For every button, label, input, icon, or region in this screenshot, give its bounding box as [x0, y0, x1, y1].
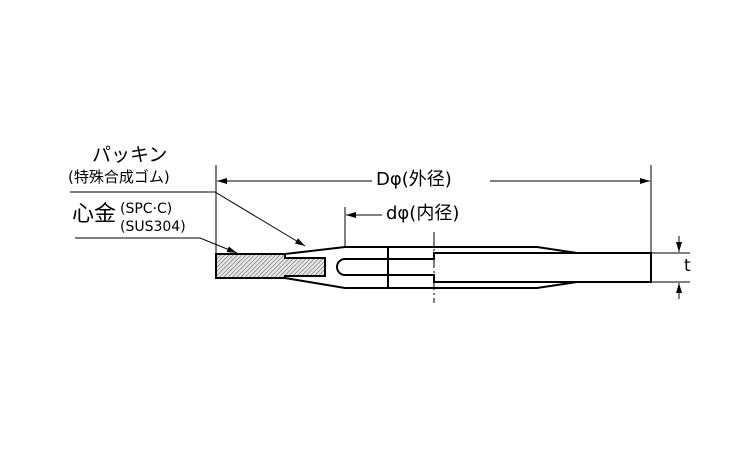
rubber-packing [284, 246, 652, 289]
thickness-label: t [684, 256, 691, 276]
core-material-1-label: (SPC·C) [120, 201, 173, 217]
outer-diameter-label: Dφ(外径) [376, 169, 452, 190]
core-material-2-label: (SUS304) [120, 219, 186, 235]
inner-diameter-label: dφ(内径) [386, 203, 460, 224]
metal-core [215, 253, 326, 279]
core-label: 心金 [72, 202, 117, 227]
packing-label: パッキン [92, 144, 168, 166]
packing-material-label: (特殊合成ゴム) [68, 168, 170, 186]
